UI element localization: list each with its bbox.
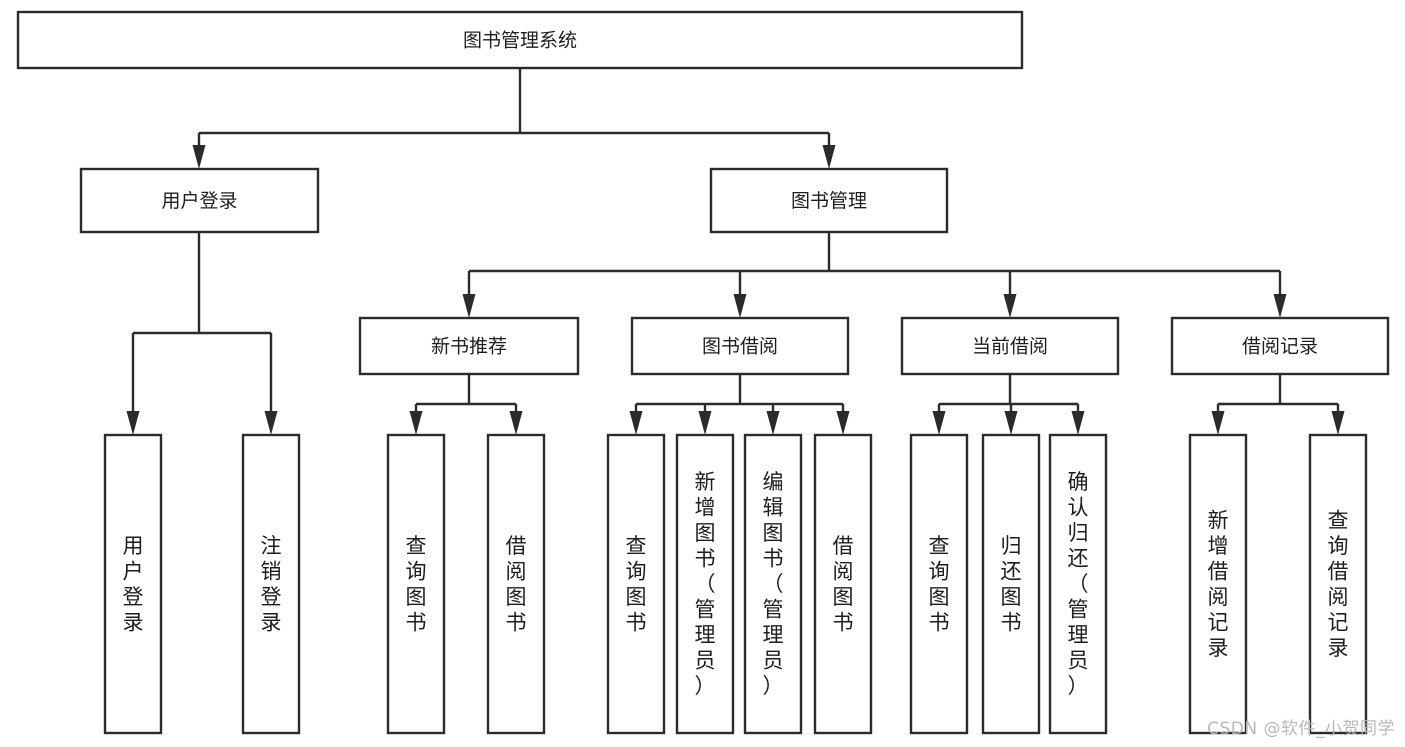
node-label-leaf-add-record: 新增借阅记录 <box>1208 508 1229 660</box>
edge-book-manage-child-2-arrowhead <box>1003 294 1017 318</box>
node-label-leaf-query-book-1: 查询图书 <box>406 534 427 635</box>
node-label-leaf-return-book: 归还图书 <box>1001 534 1022 635</box>
node-box-leaf-query-book-2[interactable] <box>606 433 666 735</box>
node-box-book-borrow[interactable] <box>630 316 850 376</box>
node-leaf-add-book[interactable]: 新增图书（管理员） <box>675 433 735 735</box>
node-box-new-book-recommend[interactable] <box>358 316 580 376</box>
edge-borrow-record-leaf-0-arrowhead <box>1211 411 1225 435</box>
node-label-borrow-record: 借阅记录 <box>1242 336 1318 358</box>
node-book-borrow[interactable]: 图书借阅 <box>630 316 850 376</box>
node-box-leaf-add-book[interactable] <box>675 433 735 735</box>
edge-book-borrow-leaf-1-arrowhead <box>698 411 712 435</box>
node-label-leaf-query-book-3: 查询图书 <box>929 534 950 635</box>
node-box-leaf-borrow-book-2[interactable] <box>813 433 873 735</box>
node-box-user-login[interactable] <box>79 167 320 234</box>
node-leaf-query-book-3[interactable]: 查询图书 <box>909 433 969 735</box>
node-label-root: 图书管理系统 <box>463 30 577 52</box>
node-new-book-recommend[interactable]: 新书推荐 <box>358 316 580 376</box>
edge-book-manage-child-1-arrowhead <box>733 294 747 318</box>
node-label-leaf-add-book: 新增图书（管理员） <box>695 470 716 698</box>
node-leaf-return-book[interactable]: 归还图书 <box>981 433 1041 735</box>
edge-book-manage-child-0-arrowhead <box>462 294 476 318</box>
edge-root-to-user-login-arrowhead <box>192 145 206 169</box>
node-box-leaf-add-record[interactable] <box>1188 433 1248 735</box>
node-boxes-layer: 图书管理系统用户登录图书管理新书推荐图书借阅当前借阅借阅记录用户登录注销登录查询… <box>16 10 1390 735</box>
node-label-leaf-edit-book: 编辑图书（管理员） <box>763 470 784 698</box>
node-user-login[interactable]: 用户登录 <box>79 167 320 234</box>
node-box-root[interactable] <box>16 10 1024 70</box>
edge-new-book-recommend-leaf-1-arrowhead <box>509 411 523 435</box>
node-label-book-manage: 图书管理 <box>791 190 867 212</box>
node-current-borrow[interactable]: 当前借阅 <box>900 316 1120 376</box>
node-leaf-user-login[interactable]: 用户登录 <box>103 433 163 735</box>
edge-book-manage-child-3-arrowhead <box>1273 294 1287 318</box>
node-leaf-borrow-book-1[interactable]: 借阅图书 <box>486 433 546 735</box>
node-label-leaf-confirm-return: 确认归还（管理员） <box>1068 470 1089 698</box>
node-leaf-confirm-return[interactable]: 确认归还（管理员） <box>1048 433 1108 735</box>
node-box-current-borrow[interactable] <box>900 316 1120 376</box>
node-label-leaf-borrow-book-2: 借阅图书 <box>833 534 854 635</box>
edge-book-borrow-leaf-2-arrowhead <box>766 411 780 435</box>
csdn-watermark: CSDN @软件_小贺同学 <box>1207 719 1395 739</box>
node-box-leaf-logout[interactable] <box>241 433 301 735</box>
node-box-leaf-query-record[interactable] <box>1308 433 1368 735</box>
node-label-leaf-borrow-book-1: 借阅图书 <box>506 534 527 635</box>
node-label-user-login: 用户登录 <box>161 190 237 212</box>
node-leaf-edit-book[interactable]: 编辑图书（管理员） <box>743 433 803 735</box>
node-root[interactable]: 图书管理系统 <box>16 10 1024 70</box>
node-label-leaf-query-record: 查询借阅记录 <box>1328 508 1349 660</box>
node-label-leaf-logout: 注销登录 <box>261 534 282 635</box>
node-label-current-borrow: 当前借阅 <box>972 336 1048 358</box>
node-box-book-manage[interactable] <box>709 167 949 234</box>
edge-current-borrow-leaf-1-arrowhead <box>1004 411 1018 435</box>
edge-book-borrow-leaf-3-arrowhead <box>836 411 850 435</box>
node-borrow-record[interactable]: 借阅记录 <box>1170 316 1390 376</box>
edge-root-to-book-manage-arrowhead <box>822 145 836 169</box>
node-leaf-query-record[interactable]: 查询借阅记录 <box>1308 433 1368 735</box>
node-leaf-query-book-2[interactable]: 查询图书 <box>606 433 666 735</box>
node-box-leaf-query-book-1[interactable] <box>386 433 446 735</box>
node-box-borrow-record[interactable] <box>1170 316 1390 376</box>
node-box-leaf-edit-book[interactable] <box>743 433 803 735</box>
edge-book-borrow-leaf-0-arrowhead <box>629 411 643 435</box>
node-leaf-logout[interactable]: 注销登录 <box>241 433 301 735</box>
node-book-manage[interactable]: 图书管理 <box>709 167 949 234</box>
node-label-leaf-user-login: 用户登录 <box>123 534 144 635</box>
edge-current-borrow-leaf-2-arrowhead <box>1071 411 1085 435</box>
node-box-leaf-query-book-3[interactable] <box>909 433 969 735</box>
connector-edges-layer <box>126 68 1345 435</box>
node-box-leaf-return-book[interactable] <box>981 433 1041 735</box>
node-box-leaf-user-login[interactable] <box>103 433 163 735</box>
node-box-leaf-confirm-return[interactable] <box>1048 433 1108 735</box>
edge-current-borrow-leaf-0-arrowhead <box>932 411 946 435</box>
edge-user-login-leaf-0-arrowhead <box>126 411 140 435</box>
node-label-book-borrow: 图书借阅 <box>702 336 778 358</box>
node-leaf-add-record[interactable]: 新增借阅记录 <box>1188 433 1248 735</box>
node-box-leaf-borrow-book-1[interactable] <box>486 433 546 735</box>
node-leaf-borrow-book-2[interactable]: 借阅图书 <box>813 433 873 735</box>
node-label-new-book-recommend: 新书推荐 <box>431 336 507 358</box>
edge-borrow-record-leaf-1-arrowhead <box>1331 411 1345 435</box>
edge-user-login-leaf-1-arrowhead <box>264 411 278 435</box>
edge-new-book-recommend-leaf-0-arrowhead <box>409 411 423 435</box>
node-label-leaf-query-book-2: 查询图书 <box>626 534 647 635</box>
node-leaf-query-book-1[interactable]: 查询图书 <box>386 433 446 735</box>
